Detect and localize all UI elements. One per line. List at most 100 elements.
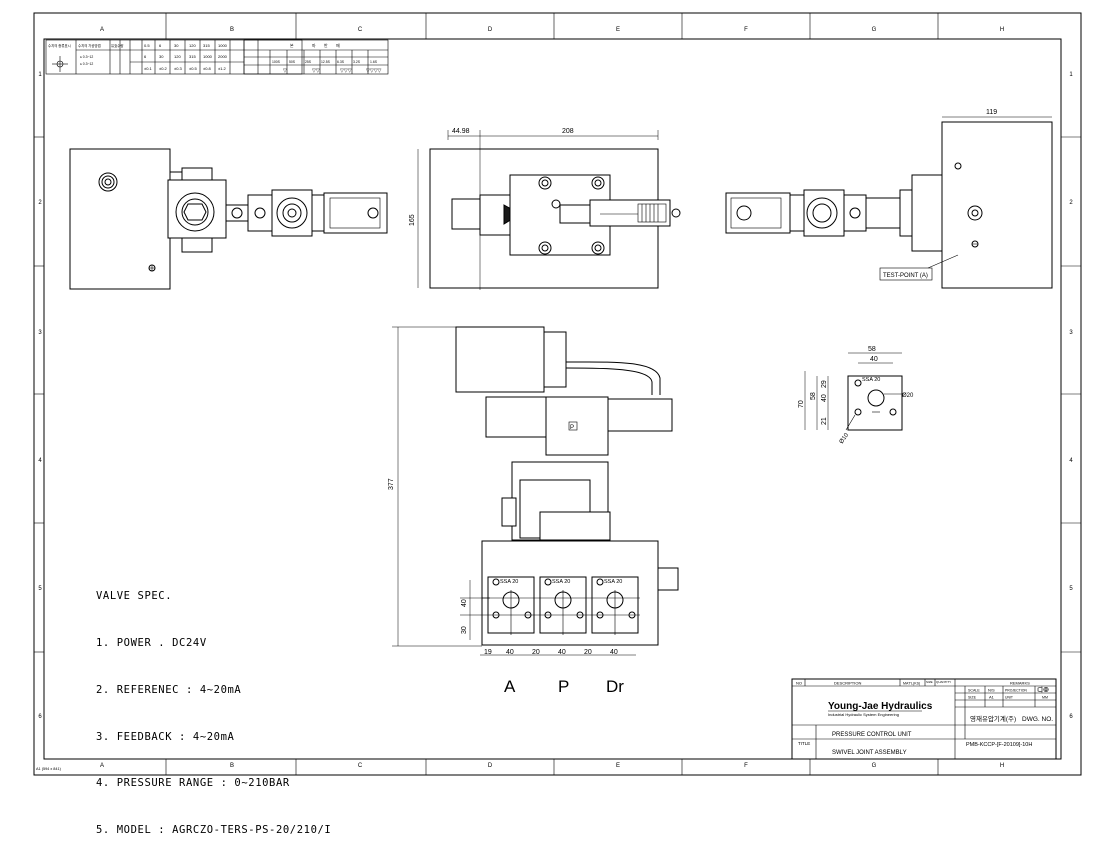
valve-spec-item-2: 2. REFERENEC : 4~20mA bbox=[96, 683, 242, 696]
tb-projection-label: PROJECTION bbox=[1005, 689, 1027, 693]
zone-col-bottom-E: E bbox=[616, 763, 620, 769]
pad-dim-a1: 40 bbox=[821, 394, 828, 402]
zone-row-right-3: 3 bbox=[1069, 330, 1073, 336]
valve-spec-title: VALVE SPEC. bbox=[96, 590, 173, 603]
valve-spec-item-1: 1. POWER . DC24V bbox=[96, 636, 207, 649]
finish-mark-4: ▽▽▽▽ bbox=[366, 68, 382, 74]
pad-dim-height: 70 bbox=[798, 400, 805, 408]
tol-header-3: 유효수량 bbox=[111, 43, 123, 48]
tol-header-7: 120 bbox=[189, 43, 196, 48]
zone-row-right-1: 1 bbox=[1069, 72, 1073, 78]
zone-row-right-5: 5 bbox=[1069, 586, 1073, 592]
tol-row2-2: ±0.2 bbox=[159, 66, 168, 71]
company-korean: 영재유압기계(주) bbox=[970, 714, 1016, 723]
tb-col-size: SIZE bbox=[926, 680, 933, 684]
finish-h1: 본 bbox=[290, 43, 294, 48]
manifold-dims: 40 30 19 40 20 40 20 40 bbox=[461, 580, 636, 656]
manifold-station: SSA 20 bbox=[591, 576, 639, 635]
tol-header-9: 1000 bbox=[218, 43, 228, 48]
zone-col-bottom-F: F bbox=[744, 763, 748, 769]
tol-header-4: 0.5 bbox=[144, 43, 150, 48]
dim-offset: 44.98 bbox=[452, 128, 470, 135]
front-view: 44.98 208 165 bbox=[409, 128, 681, 290]
manifold-stations: SSA 20 SSA 20 SSA 20 bbox=[487, 576, 639, 635]
station-label: SSA 20 bbox=[552, 579, 570, 585]
zone-col-bottom-G: G bbox=[872, 763, 877, 769]
symbol-icon bbox=[52, 56, 68, 72]
dim-manifold-h3: 20 bbox=[532, 649, 540, 656]
manifold-station: SSA 20 bbox=[487, 576, 535, 635]
port-letter-dr: Dr bbox=[606, 677, 624, 696]
finish-v6: 3.2S bbox=[353, 60, 361, 64]
valve-spec-item-5: 5. MODEL : AGRCZO-TERS-PS-20/210/I bbox=[96, 824, 332, 837]
zone-row-right-6: 6 bbox=[1069, 714, 1073, 720]
zone-col-top-C: C bbox=[358, 27, 363, 33]
tb-col-qty: QUANTITY bbox=[936, 680, 951, 684]
zone-row-left-4: 4 bbox=[38, 458, 42, 464]
finish-v4: 12.5S bbox=[321, 60, 331, 64]
tol-row1-6: 315 bbox=[189, 54, 196, 59]
finish-mark-3: ▽▽▽ bbox=[340, 68, 352, 74]
tol-row2-4: ±0.5 bbox=[189, 66, 198, 71]
pad-detail-view: 58 40 70 58 29 40 21 SSA 20 Ø20 Ø10 bbox=[798, 346, 914, 445]
finish-v1: 100S bbox=[272, 60, 281, 64]
valve-spec-item-4: 4. PRESSURE RANGE : 0~210BAR bbox=[96, 777, 290, 790]
finish-h3: 마 bbox=[312, 42, 316, 48]
tb-col-mat: MAT'L(KS) bbox=[903, 682, 920, 686]
company-subtitle: Industrial Hydraulic System Engineering bbox=[828, 712, 899, 717]
tb-col-description: DESCRIPTION bbox=[834, 681, 861, 686]
zone-row-left-1: 1 bbox=[38, 72, 42, 78]
valve-spec-item-3: 3. FEEDBACK : 4~20mA bbox=[96, 730, 235, 743]
tol-header-2: 수지의 가공방법 bbox=[78, 43, 101, 48]
tol-row1-5: 120 bbox=[174, 54, 181, 59]
finish-h5: 매 bbox=[336, 42, 340, 48]
title-label: TITLE bbox=[798, 741, 810, 746]
finish-v5: 6.3S bbox=[337, 60, 345, 64]
tb-size-label: SIZE bbox=[968, 696, 977, 700]
zone-col-bottom-C: C bbox=[358, 763, 363, 769]
tol-row1-1: ≤ 0.3~12 bbox=[80, 55, 93, 59]
dim-height: 165 bbox=[409, 214, 416, 226]
pad-dim-inner: 58 bbox=[810, 392, 817, 400]
sheet-size-note: A1 (594 x 841) bbox=[36, 767, 62, 771]
zone-row-left-6: 6 bbox=[38, 714, 42, 720]
dim-elevation-height: 377 bbox=[388, 478, 395, 490]
zone-col-top-G: G bbox=[872, 27, 877, 33]
tol-row2-1: ±0.1 bbox=[144, 66, 153, 71]
zone-ticks bbox=[34, 13, 1081, 775]
zone-col-top-H: H bbox=[1000, 27, 1004, 33]
pad-port-dia: Ø20 bbox=[902, 393, 914, 399]
zone-col-top-F: F bbox=[744, 27, 748, 33]
dim-manifold-h4: 40 bbox=[558, 649, 566, 656]
valve-spec: VALVE SPEC. 1. POWER . DC24V 2. REFERENE… bbox=[96, 558, 331, 854]
zone-col-bottom-B: B bbox=[230, 763, 234, 769]
tol-row2-6: ±1.2 bbox=[218, 66, 227, 71]
dim-manifold-h6: 40 bbox=[610, 649, 618, 656]
pad-dim-spacing: 40 bbox=[870, 356, 878, 363]
title-block: NO DESCRIPTION MAT'L(KS) SIZE QUANTITY R… bbox=[791, 678, 1057, 760]
dim-manifold-h5: 20 bbox=[584, 649, 592, 656]
dim-right-width: 119 bbox=[986, 109, 997, 116]
dim-manifold-h2: 40 bbox=[506, 649, 514, 656]
finish-v7: 1.6S bbox=[370, 60, 378, 64]
tb-scale-value: N/S bbox=[988, 688, 995, 693]
tb-col-no: NO bbox=[796, 681, 802, 686]
dim-manifold-v2: 30 bbox=[461, 626, 468, 634]
inner-frame bbox=[43, 38, 1062, 760]
finish-v2: 50S bbox=[289, 60, 296, 64]
zone-row-right-2: 2 bbox=[1069, 200, 1073, 206]
elevation-view: 377 P bbox=[388, 326, 679, 647]
zone-row-left-5: 5 bbox=[38, 586, 42, 592]
tb-scale-label: SCALE bbox=[968, 689, 980, 693]
zone-row-right-4: 4 bbox=[1069, 458, 1073, 464]
dim-manifold-v1: 40 bbox=[461, 599, 468, 607]
tol-row1-7: 1000 bbox=[203, 54, 213, 59]
port-letter-a: A bbox=[504, 677, 516, 696]
dim-manifold-h1: 19 bbox=[484, 649, 492, 656]
plate-symbol: P bbox=[570, 425, 574, 431]
zone-col-bottom-A: A bbox=[100, 763, 104, 769]
tb-size-value: A1 bbox=[989, 695, 995, 700]
finish-mark-2: ▽▽ bbox=[312, 68, 320, 74]
